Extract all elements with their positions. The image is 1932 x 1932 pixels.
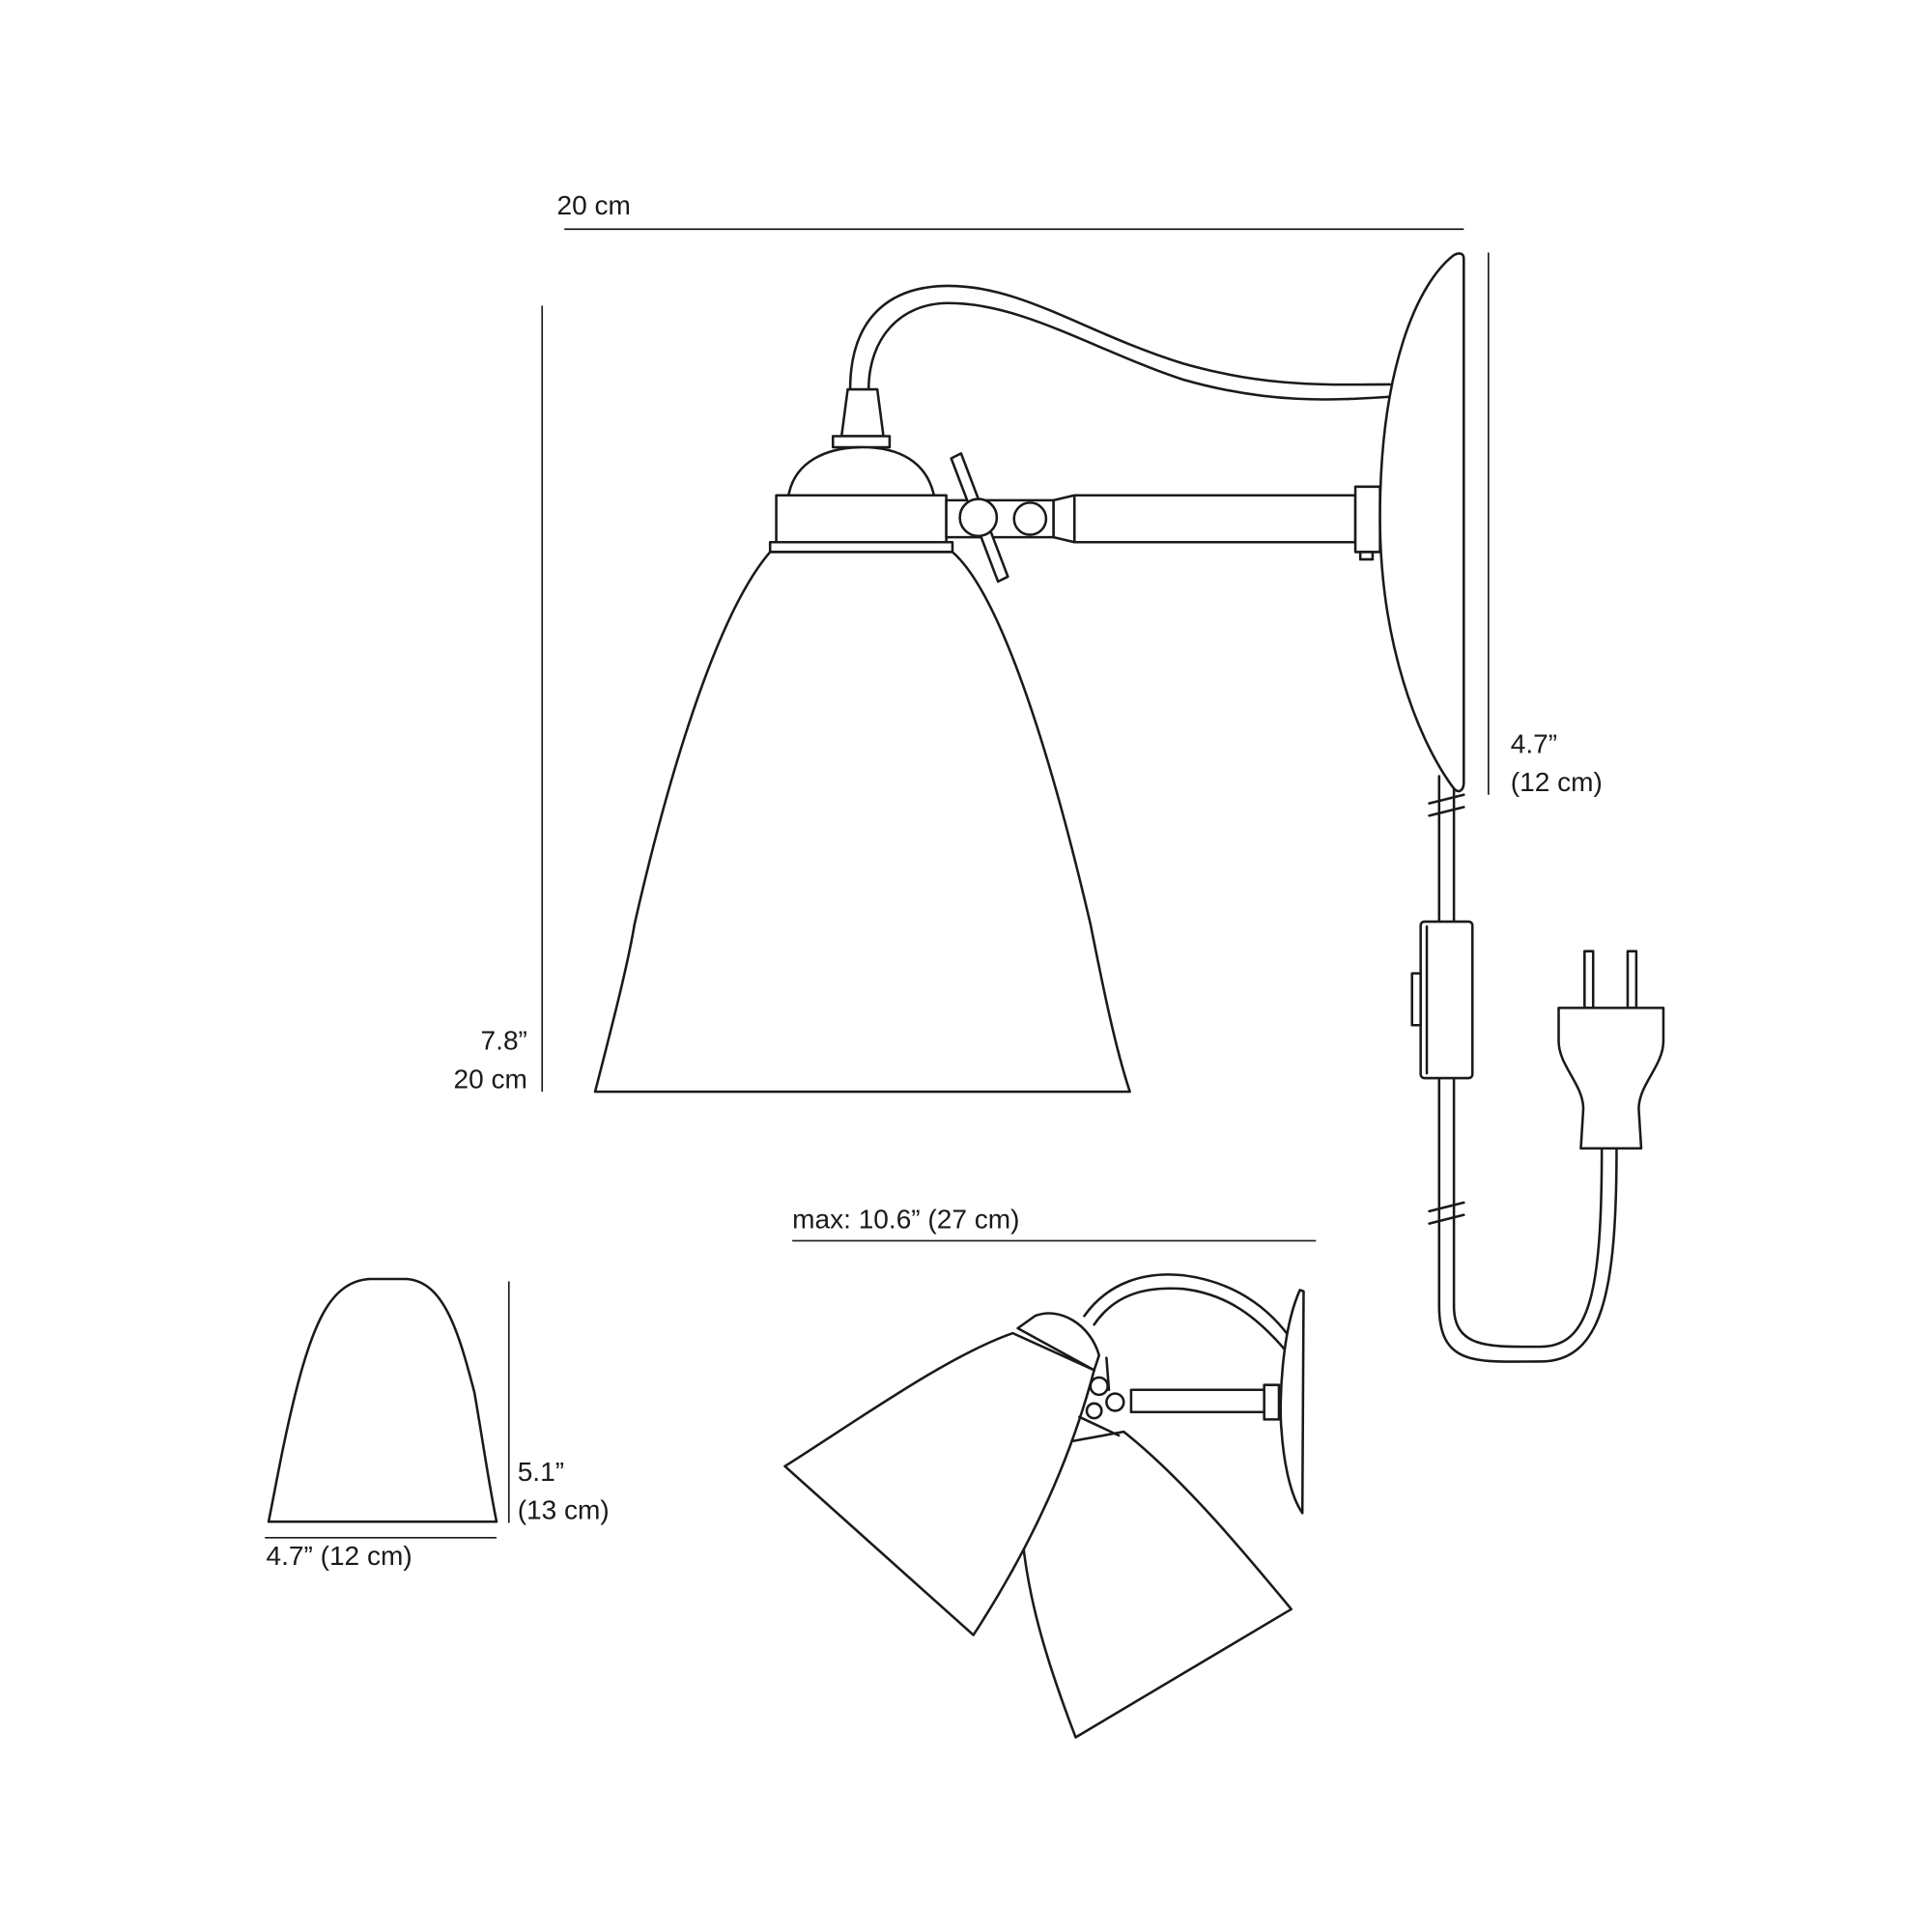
- backplate-label-cm: (12 cm): [1511, 767, 1603, 797]
- rotated-shade-lower: [1021, 1430, 1293, 1739]
- shade-rim: [768, 540, 954, 554]
- backplate-label-in: 4.7”: [1511, 728, 1557, 758]
- shade-outline: [267, 1277, 498, 1523]
- reach-label: max: 10.6” (27 cm): [792, 1205, 1019, 1235]
- hinge-rivet: [1012, 501, 1048, 536]
- shade-collar: [775, 494, 948, 544]
- inline-switch: [1419, 920, 1474, 1080]
- power-cord: [1428, 775, 1618, 1363]
- shade-view: 5.1” (13 cm) 4.7” (12 cm): [265, 1277, 610, 1571]
- socket-base: [831, 435, 892, 449]
- main-lamp-view: 20 cm 7.8” 20 cm 4.7” (12 cm): [454, 190, 1665, 1363]
- height-label-in: 7.8”: [481, 1026, 527, 1056]
- plug: [1557, 950, 1665, 1151]
- socket-dome: [787, 445, 936, 497]
- arm: [1072, 494, 1357, 544]
- width-label: 20 cm: [557, 190, 631, 220]
- arm-joint: [1052, 494, 1076, 544]
- cable-outer: [848, 284, 1392, 391]
- bracket-screw: [1358, 551, 1375, 561]
- lamp-shade: [593, 551, 1131, 1094]
- rotated-backplate: [1279, 1289, 1305, 1515]
- switch-toggle: [1410, 972, 1422, 1027]
- height-label-cm: 20 cm: [454, 1064, 527, 1094]
- adjust-knob: [958, 497, 999, 538]
- rotation-view: max: 10.6” (27 cm): [783, 1205, 1317, 1739]
- backplate: [1378, 252, 1465, 793]
- socket-cone: [839, 387, 885, 438]
- shade-height-cm: (13 cm): [518, 1495, 610, 1525]
- cable-inner: [867, 301, 1392, 401]
- wall-bracket: [1353, 485, 1381, 554]
- shade-height-in: 5.1”: [518, 1457, 564, 1487]
- shade-width: 4.7” (12 cm): [267, 1541, 412, 1571]
